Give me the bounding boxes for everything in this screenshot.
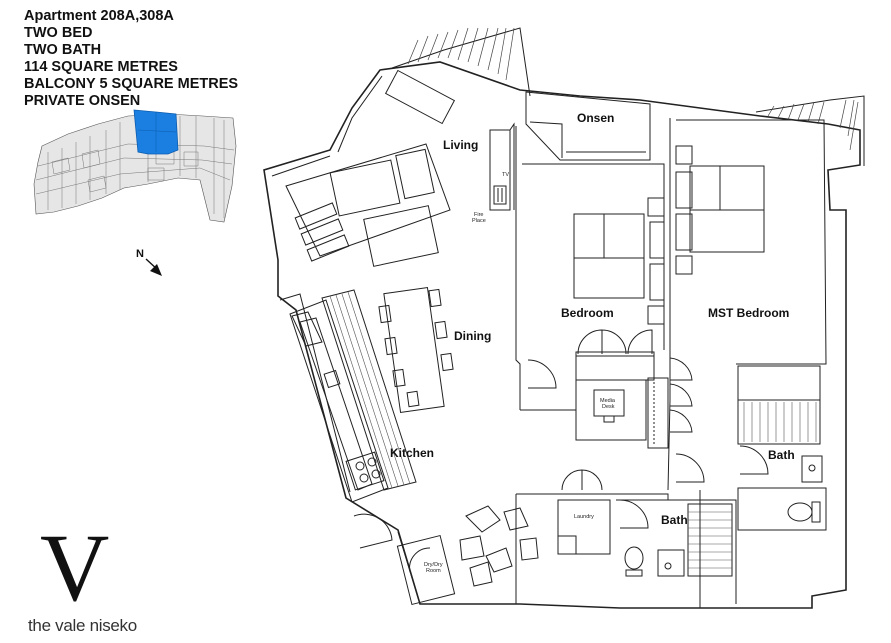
drying-room bbox=[396, 534, 456, 606]
living-rug bbox=[285, 143, 451, 257]
room-label-bedroom: Bedroom bbox=[561, 306, 614, 320]
bedroom-bed bbox=[573, 197, 665, 325]
room-label-bath-main: Bath bbox=[661, 513, 688, 527]
vanity bbox=[657, 549, 685, 577]
balcony-right bbox=[755, 95, 865, 166]
toilet-main bbox=[624, 546, 644, 570]
feature-onsen: PRIVATE ONSEN bbox=[24, 93, 141, 109]
sofa-chaise bbox=[294, 202, 350, 262]
label-tv: TV bbox=[502, 172, 509, 178]
key-plan bbox=[33, 109, 237, 223]
room-label-kitchen: Kitchen bbox=[390, 446, 434, 460]
logo-mark: V bbox=[40, 514, 110, 621]
outer-wall bbox=[263, 61, 861, 609]
bedroom-count: TWO BED bbox=[24, 25, 93, 41]
toilet-ensuite bbox=[787, 502, 813, 522]
sofa bbox=[363, 205, 439, 267]
room-label-dining: Dining bbox=[454, 329, 491, 343]
label-drying-room-line1: Dry/Dry bbox=[424, 562, 443, 568]
balcony-top bbox=[391, 27, 531, 97]
entry-stones bbox=[459, 505, 539, 587]
label-media-desk-line1: Media bbox=[600, 398, 616, 404]
label-fireplace-line2: Place bbox=[472, 218, 486, 224]
floor-area: 114 SQUARE METRES bbox=[24, 59, 178, 75]
room-label-living: Living bbox=[443, 138, 478, 152]
north-arrow: N bbox=[136, 246, 172, 287]
bathtub bbox=[737, 365, 821, 445]
apartment-number: Apartment 208A,308A bbox=[24, 8, 174, 24]
label-fireplace-line1: Fire bbox=[474, 212, 483, 218]
apartment-info: Apartment 208A,308A TWO BED TWO BATH 114… bbox=[24, 8, 238, 110]
north-label: N bbox=[136, 248, 144, 260]
label-laundry: Laundry bbox=[574, 514, 594, 520]
sun-lounger bbox=[384, 69, 456, 125]
balcony-area: BALCONY 5 SQUARE METRES bbox=[24, 76, 239, 92]
room-label-onsen: Onsen bbox=[577, 111, 614, 125]
room-label-mst-bedroom: MST Bedroom bbox=[708, 306, 789, 320]
dining-table bbox=[383, 286, 445, 414]
room-label-bath-ensuite: Bath bbox=[768, 448, 795, 462]
laundry-unit bbox=[557, 499, 611, 555]
shower bbox=[687, 503, 733, 577]
kitchen-island bbox=[321, 289, 417, 491]
compass-icon: N bbox=[136, 248, 162, 276]
master-bed bbox=[675, 145, 765, 275]
logo-wordmark: the vale niseko bbox=[28, 616, 137, 635]
label-media-desk-line2: Desk bbox=[602, 404, 615, 410]
tv-unit bbox=[489, 129, 511, 211]
dining-chairs bbox=[378, 288, 454, 408]
onsen-room bbox=[525, 91, 651, 161]
kitchen-bench bbox=[289, 299, 389, 503]
bathroom-count: TWO BATH bbox=[24, 42, 102, 58]
label-drying-room-line2: Room bbox=[426, 568, 441, 574]
